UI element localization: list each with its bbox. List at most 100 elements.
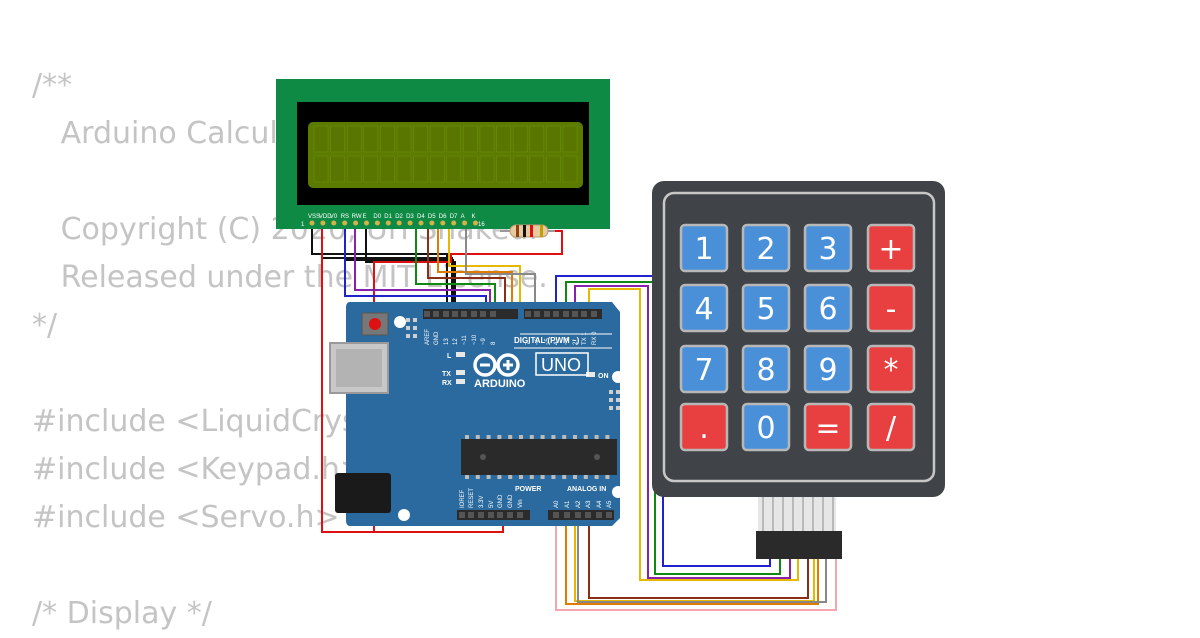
code-line: #include <LiquidCrys (32, 404, 358, 439)
lcd-pin-label: D0 (373, 214, 381, 220)
keypad-key[interactable]: / (866, 402, 916, 452)
digital-pin-socket (461, 311, 467, 317)
lcd-char-cell (529, 155, 545, 183)
keypad-key-label: 0 (756, 411, 775, 446)
lcd-char-cell (330, 125, 345, 153)
keypad-key[interactable]: = (803, 402, 853, 452)
lcd-pin (364, 220, 369, 226)
wire (588, 288, 799, 581)
code-line: /** (32, 68, 73, 103)
lcd-pin-label: D5 (428, 214, 436, 220)
keypad-key[interactable]: 8 (741, 344, 791, 394)
digital-pin-socket (572, 311, 578, 317)
lcd-character-cells (313, 125, 578, 183)
lcd-pin (353, 220, 359, 226)
code-line: Arduino Calcul (32, 116, 278, 151)
keypad-key[interactable]: 2 (741, 223, 791, 273)
keypad-key[interactable]: - (866, 283, 916, 333)
keypad-key-label: 3 (818, 232, 837, 267)
keypad-key[interactable]: . (679, 402, 729, 452)
led-rx-label: RX (442, 380, 452, 387)
code-line: */ (32, 308, 58, 343)
digital-pin-label: 7 (526, 341, 532, 345)
lcd-char-cell (346, 155, 362, 183)
lcd-char-cell (529, 125, 545, 153)
power-pin-socket (459, 512, 465, 518)
lcd-char-cell (446, 155, 462, 183)
led-tx (456, 370, 465, 375)
wire (555, 518, 837, 611)
analog-pin-label: A2 (576, 500, 582, 508)
keypad-key-label: 8 (756, 353, 775, 388)
digital-pin-socket (452, 311, 458, 317)
digital-pin-socket (433, 311, 439, 317)
analog-pin-socket (596, 512, 602, 518)
lcd-pin-label: VSS (308, 214, 320, 220)
digital-header-left (423, 309, 518, 319)
led-l-label: L (447, 353, 452, 360)
keypad-key[interactable]: 5 (741, 283, 791, 333)
led-tx-label: TX (442, 371, 451, 378)
keypad-key[interactable]: 4 (679, 283, 729, 333)
keypad-key[interactable]: 9 (803, 344, 853, 394)
keypad-key[interactable]: 6 (803, 283, 853, 333)
digital-pin-label: ~5 (545, 337, 551, 345)
analog-pin-label: A3 (586, 500, 592, 508)
digital-pin-socket (563, 311, 569, 317)
wire (437, 224, 513, 311)
lcd-char-cell (512, 155, 528, 183)
digital-pin-label: 8 (491, 341, 497, 345)
power-pin-label: 3.3V (479, 496, 485, 508)
keypad-key[interactable]: 3 (803, 223, 853, 273)
keypad-key-label: 1 (694, 232, 713, 267)
digital-pin-label: GND (434, 331, 440, 345)
keypad-key[interactable]: 7 (679, 344, 729, 394)
analog-header-label: ANALOG IN (567, 486, 606, 493)
analog-pin-socket (606, 512, 612, 518)
lcd-char-cell (396, 125, 412, 153)
lcd-char-cell (330, 155, 345, 183)
uno-badge (535, 352, 589, 376)
lcd-pin-label: K (472, 214, 476, 220)
led-on (586, 372, 595, 377)
lcd-char-cell (546, 155, 561, 183)
digital-pin-label: AREF (425, 329, 431, 345)
lcd-pin (429, 220, 435, 226)
power-pin-socket (517, 512, 523, 518)
digital-pin-label: 4 (554, 341, 560, 345)
led-rx (456, 379, 465, 384)
led-on-label: ON (598, 373, 609, 380)
lcd-pin-label: RS (341, 214, 349, 220)
keypad-key[interactable]: * (866, 344, 916, 394)
digital-pin-label: ~10 (472, 334, 478, 345)
lcd-pin-label: RW (352, 214, 362, 220)
digital-pin-socket (525, 311, 531, 317)
lcd-pin-label: D7 (450, 214, 458, 220)
microcontroller-chip (461, 435, 617, 479)
lcd-char-cell (479, 125, 495, 153)
analog-pin-label: A5 (607, 500, 613, 508)
digital-pin-label: TX 1 (582, 332, 588, 345)
digital-pin-socket (544, 311, 550, 317)
keypad-key-label: 2 (756, 232, 775, 267)
arduino-logo-icon (473, 353, 520, 377)
keypad-key[interactable]: 0 (741, 402, 791, 452)
keypad-key[interactable]: + (866, 223, 916, 273)
keypad-key[interactable]: 1 (679, 223, 729, 273)
led-l (456, 352, 465, 357)
lcd-pin-label: V0 (330, 214, 338, 220)
power-jack (335, 473, 391, 513)
lcd-pin (331, 220, 337, 226)
lcd-char-cell (562, 155, 578, 183)
wire (565, 518, 819, 605)
keypad-key-label: + (878, 232, 903, 267)
analog-pin-socket (553, 512, 559, 518)
keypad-border (662, 191, 936, 483)
analog-pin-socket (564, 512, 570, 518)
digital-pin-label: ~3 (564, 337, 570, 345)
digital-pin-label: RX 0 (592, 331, 598, 345)
digital-pin-sockets (424, 311, 597, 317)
lcd-pin (418, 220, 424, 226)
